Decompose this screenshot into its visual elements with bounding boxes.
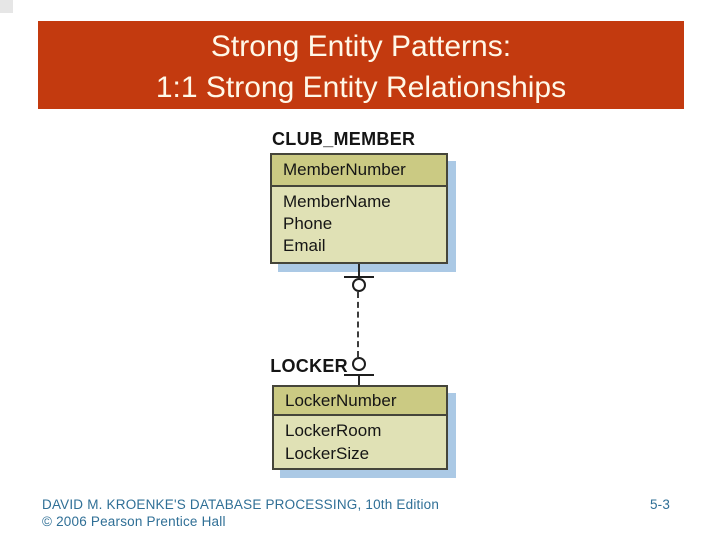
entity-key-row: MemberNumber xyxy=(272,155,446,187)
entity-attributes: MemberName Phone Email xyxy=(272,187,446,257)
entity-name-locker: LOCKER xyxy=(270,356,348,376)
entity-key-row: LockerNumber xyxy=(274,387,446,416)
attribute-label: LockerRoom xyxy=(285,421,382,440)
attribute-label: MemberName xyxy=(283,192,391,211)
connector-line-top-solid xyxy=(358,264,360,277)
title-banner: Strong Entity Patterns: 1:1 Strong Entit… xyxy=(38,21,684,109)
cardinality-one-bar-top xyxy=(344,276,374,278)
connector-dashed-line xyxy=(357,292,359,357)
key-attribute-label: LockerNumber xyxy=(285,390,397,410)
page-number: 5-3 xyxy=(649,497,671,512)
entity-attributes: LockerRoom LockerSize xyxy=(274,416,446,465)
attribute-label: Phone xyxy=(283,214,333,233)
slide-title-line1: Strong Entity Patterns: xyxy=(210,30,512,63)
attribute-label: Email xyxy=(283,236,326,255)
slide-title-line2: 1:1 Strong Entity Relationships xyxy=(155,71,567,104)
entity-box-club-member: MemberNumber MemberName Phone Email xyxy=(270,153,448,264)
optional-circle-icon-bottom xyxy=(352,357,366,371)
corner-artifact xyxy=(0,0,13,13)
entity-name-club-member: CLUB_MEMBER xyxy=(272,129,416,149)
connector-line-bottom-solid xyxy=(358,376,360,385)
optional-circle-icon-top xyxy=(352,278,366,292)
cardinality-one-bar-bottom xyxy=(344,374,374,376)
attribute-label: LockerSize xyxy=(285,444,370,463)
key-attribute-label: MemberNumber xyxy=(283,160,406,179)
footer-copyright: © 2006 Pearson Prentice Hall xyxy=(42,514,226,529)
entity-box-locker: LockerNumber LockerRoom LockerSize xyxy=(272,385,448,470)
footer-book-title: DAVID M. KROENKE'S DATABASE PROCESSING, … xyxy=(42,497,440,512)
